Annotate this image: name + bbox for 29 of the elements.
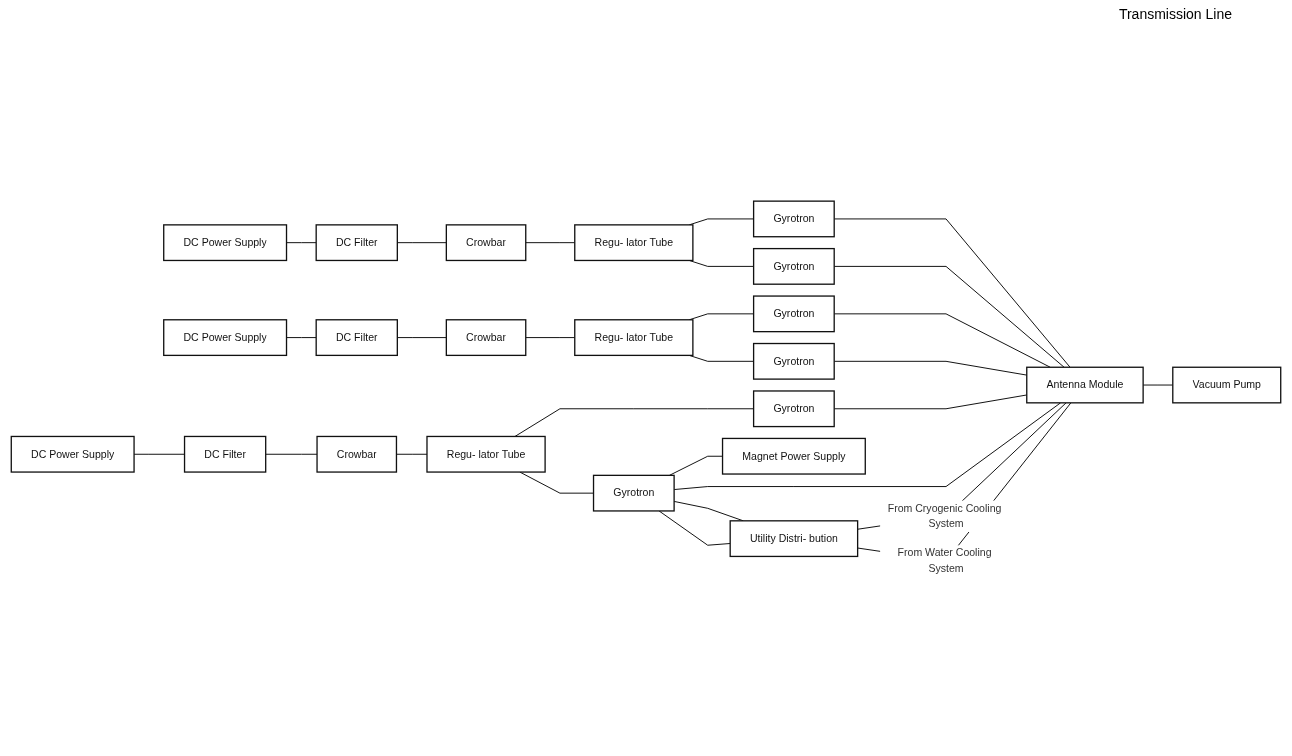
- node-box: DC Filter: [315, 319, 398, 357]
- node-box: Vacuum Pump: [1172, 366, 1282, 404]
- node-box: Crowbar: [316, 435, 398, 473]
- node-box: Gyrotron: [752, 390, 835, 428]
- node-box: Crowbar: [445, 224, 527, 262]
- node-box: DC Power Supply: [163, 319, 288, 357]
- node-box: Antenna Module: [1026, 366, 1144, 404]
- node-box: DC Filter: [183, 435, 267, 473]
- node-box: DC Power Supply: [10, 435, 135, 473]
- connector: [286, 242, 317, 244]
- node-box: Regu- lator Tube: [426, 435, 546, 473]
- node-box: Gyrotron: [752, 200, 835, 238]
- node-box: DC Filter: [315, 224, 398, 262]
- node-box: Gyrotron: [752, 295, 835, 333]
- node-box: Magnet Power Supply: [721, 437, 866, 475]
- node-box: DC Power Supply: [163, 224, 288, 262]
- edge-label: From Cryogenic Cooling System: [887, 502, 1002, 530]
- node-box: Regu- lator Tube: [574, 224, 694, 262]
- edge-label: From Water Cooling System: [897, 547, 992, 575]
- node-box: Regu- lator Tube: [574, 319, 694, 357]
- node-box: Utility Distri- bution: [729, 520, 859, 558]
- node-box: Gyrotron: [592, 474, 675, 512]
- node-box: Gyrotron: [752, 247, 835, 285]
- connector: [658, 510, 731, 546]
- line-label: Transmission Line: [1118, 6, 1232, 22]
- connector: [265, 453, 318, 455]
- node-box: Gyrotron: [752, 342, 835, 380]
- node-box: Crowbar: [445, 319, 527, 357]
- connector: [286, 337, 317, 339]
